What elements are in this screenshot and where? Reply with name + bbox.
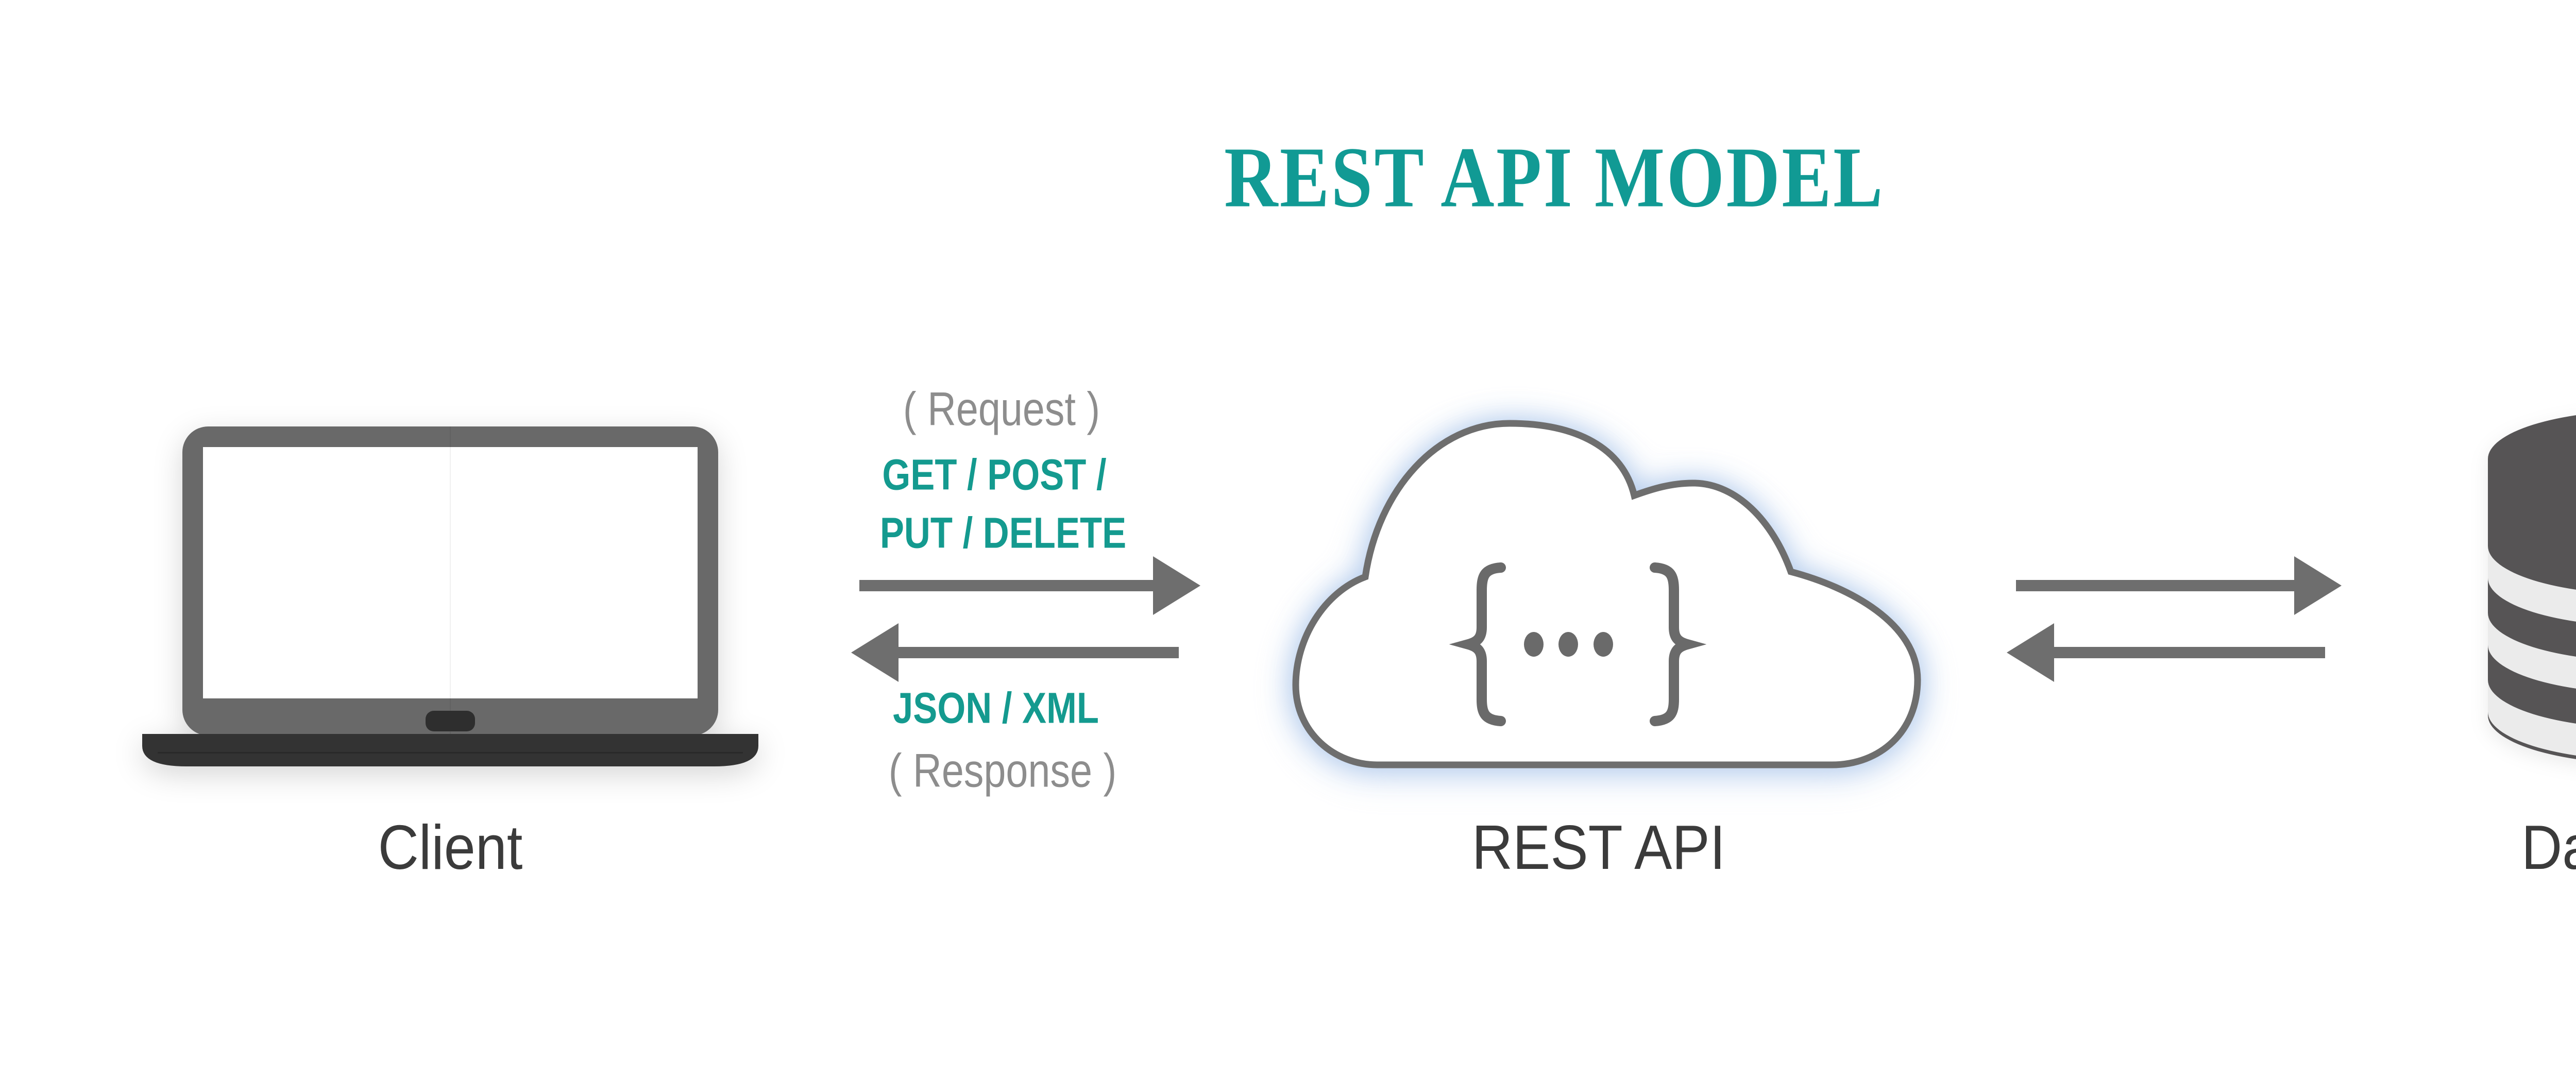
api-to-db-arrow-shaft <box>2016 580 2297 591</box>
request-methods-line1: GET / POST / <box>882 450 1107 499</box>
response-annotation: ( Response ) <box>888 744 1117 797</box>
braces-ellipsis-icon <box>1449 562 1707 726</box>
database-label: Database <box>2521 812 2576 882</box>
client-label: Client <box>378 812 523 882</box>
api-label: REST API <box>1471 812 1726 882</box>
response-arrow-shaft <box>896 647 1179 658</box>
request-annotation: ( Request ) <box>903 383 1100 436</box>
response-arrow-head-icon <box>851 623 899 682</box>
page-title: REST API MODEL <box>1224 129 1885 226</box>
db-to-api-arrow-shaft <box>2053 647 2325 658</box>
cloud-icon <box>1292 420 1921 768</box>
response-formats: JSON / XML <box>893 683 1099 732</box>
database-icon <box>2488 415 2576 759</box>
api-to-db-arrow-head-icon <box>2294 556 2342 615</box>
db-to-api-arrow-head-icon <box>2007 623 2054 682</box>
request-methods-line2: PUT / DELETE <box>879 508 1127 557</box>
request-arrow-head-icon <box>1153 556 1200 615</box>
laptop-icon <box>142 426 758 766</box>
request-arrow-shaft <box>859 580 1156 591</box>
